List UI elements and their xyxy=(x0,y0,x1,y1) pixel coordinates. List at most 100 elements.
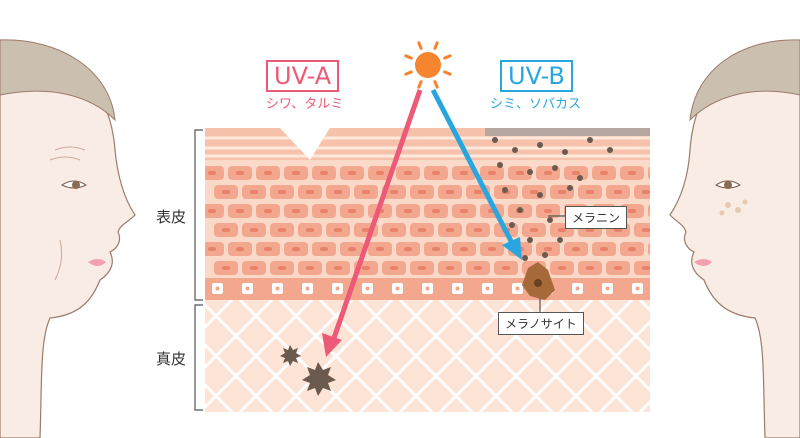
cell-nucleus xyxy=(642,228,650,232)
cell-nucleus xyxy=(264,171,272,175)
cell-nucleus xyxy=(460,247,468,251)
uvb-effect: シミ、ソバカス xyxy=(490,97,582,112)
melanocyte-callout: メラノサイト xyxy=(498,312,584,335)
cell-nucleus xyxy=(250,228,258,232)
melanin-granule xyxy=(587,137,593,143)
cell-nucleus xyxy=(628,171,636,175)
cell-nucleus xyxy=(362,190,370,194)
cell-nucleus xyxy=(656,171,664,175)
cell-nucleus xyxy=(530,228,538,232)
face-right-spots xyxy=(669,39,800,438)
collagen-fiber xyxy=(598,300,650,353)
cell-nucleus xyxy=(600,171,608,175)
cell-nucleus xyxy=(544,247,552,251)
cell-nucleus xyxy=(250,190,258,194)
cell-nucleus xyxy=(320,247,328,251)
collagen-fiber xyxy=(205,300,234,330)
cell-nucleus xyxy=(488,247,496,251)
melanin-granule xyxy=(567,185,573,191)
cell-nucleus xyxy=(292,247,300,251)
epidermal-cell xyxy=(648,242,650,256)
collagen-fiber xyxy=(205,382,234,412)
cell-nucleus xyxy=(334,228,342,232)
basal-nucleus xyxy=(305,286,310,291)
melanin-granule xyxy=(517,207,523,213)
melanin-granule xyxy=(607,147,613,153)
cell-nucleus xyxy=(432,209,440,213)
cell-nucleus xyxy=(236,171,244,175)
collagen-fiber xyxy=(318,300,434,412)
sun-ray xyxy=(443,54,452,60)
cell-nucleus xyxy=(292,209,300,213)
epidermis-label: 表皮 xyxy=(156,208,187,226)
melanin-granule xyxy=(577,175,583,181)
cell-nucleus xyxy=(208,209,216,213)
melanocyte-cell xyxy=(522,262,555,300)
melanin-granules xyxy=(492,137,613,261)
basal-nucleus xyxy=(455,286,460,291)
dermis-label: 真皮 xyxy=(156,350,187,368)
cell-nucleus xyxy=(404,209,412,213)
melanin-granule xyxy=(557,237,563,243)
cell-nucleus xyxy=(544,209,552,213)
cell-nucleus xyxy=(572,247,580,251)
cell-nucleus xyxy=(628,209,636,213)
cell-nucleus xyxy=(348,247,356,251)
cell-nucleus xyxy=(222,190,230,194)
cell-nucleus xyxy=(362,228,370,232)
basal-nucleus xyxy=(215,286,220,291)
collagen-fiber xyxy=(558,319,650,412)
melanin-granule xyxy=(537,192,543,198)
cell-nucleus xyxy=(446,190,454,194)
basal-nucleus xyxy=(395,286,400,291)
cell-nucleus xyxy=(222,228,230,232)
cell-nucleus xyxy=(418,190,426,194)
basal-nucleus xyxy=(335,286,340,291)
cell-nucleus xyxy=(320,209,328,213)
cell-nucleus xyxy=(558,190,566,194)
sun-ray xyxy=(433,41,439,50)
cell-nucleus xyxy=(264,247,272,251)
collagen-fiber xyxy=(638,300,650,313)
basal-nucleus xyxy=(515,286,520,291)
cell-nucleus xyxy=(376,171,384,175)
cell-nucleus xyxy=(432,171,440,175)
basal-nucleus xyxy=(425,286,430,291)
melanin-granule xyxy=(562,149,568,155)
basal-nucleus xyxy=(575,286,580,291)
cell-nucleus xyxy=(292,171,300,175)
cell-nucleus xyxy=(236,247,244,251)
cell-nucleus xyxy=(600,247,608,251)
cell-nucleus xyxy=(558,228,566,232)
sun-icon xyxy=(404,41,452,89)
sun-ray xyxy=(404,70,413,76)
collagen-fiber xyxy=(278,300,394,412)
epidermal-cell xyxy=(648,204,650,218)
collagen-fiber xyxy=(205,300,274,370)
cell-nucleus xyxy=(446,266,454,270)
collagen-fiber xyxy=(598,359,650,412)
cell-nucleus xyxy=(306,266,314,270)
cell-nucleus xyxy=(264,209,272,213)
cell-nucleus xyxy=(348,209,356,213)
cell-nucleus xyxy=(362,266,370,270)
cell-nucleus xyxy=(474,266,482,270)
melanin-granule xyxy=(522,255,528,261)
face-left-aged xyxy=(0,39,136,438)
collagen-fiber xyxy=(518,300,634,412)
sun-ray xyxy=(433,80,439,89)
cell-nucleus xyxy=(278,266,286,270)
cell-nucleus xyxy=(376,247,384,251)
cell-nucleus xyxy=(348,171,356,175)
collagen-fiber xyxy=(358,300,474,412)
cell-nucleus xyxy=(516,171,524,175)
cell-nucleus xyxy=(642,266,650,270)
melanin-granule xyxy=(502,187,508,193)
epidermal-cell xyxy=(648,166,650,180)
sun-ray xyxy=(404,54,413,60)
cell-nucleus xyxy=(404,247,412,251)
cell-nucleus xyxy=(572,171,580,175)
cell-nucleus xyxy=(488,171,496,175)
cell-nucleus xyxy=(250,266,258,270)
